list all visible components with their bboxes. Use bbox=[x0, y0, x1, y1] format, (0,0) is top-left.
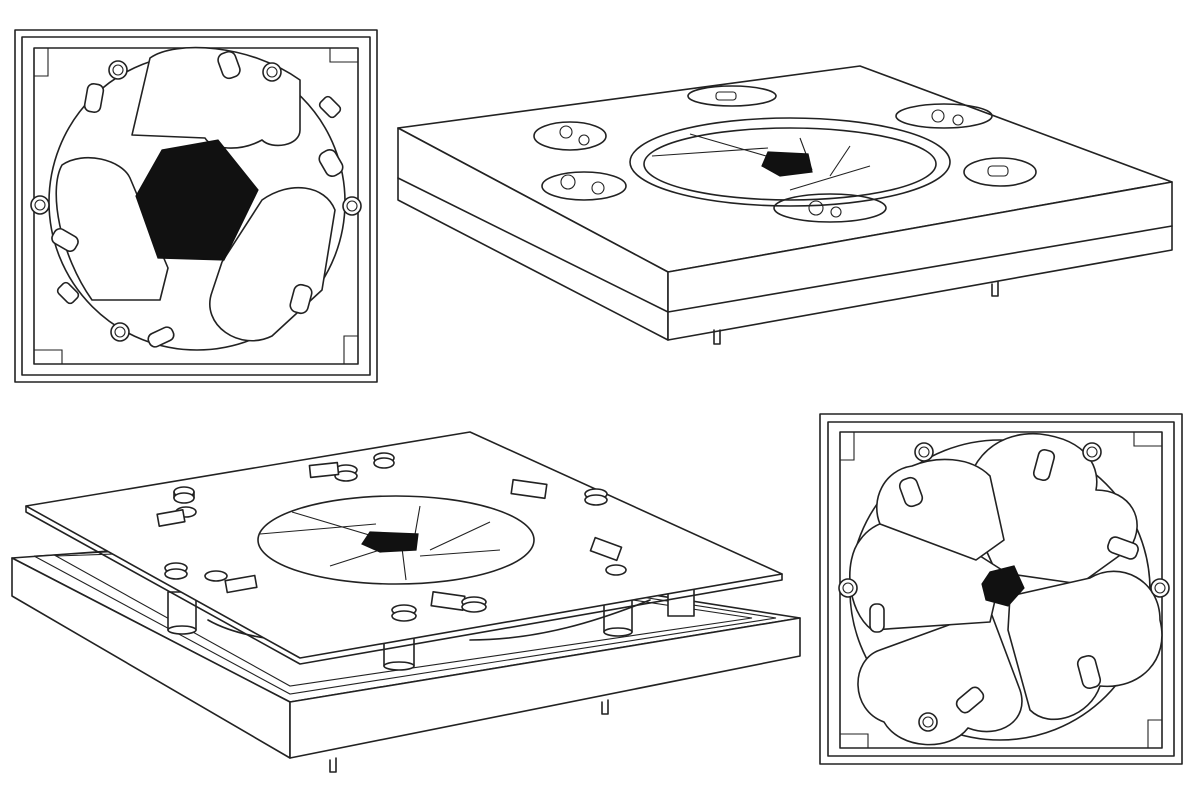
iris-blade bbox=[108, 46, 301, 149]
top-view-open bbox=[14, 29, 378, 383]
top-view-closed bbox=[819, 413, 1183, 765]
iris-blade bbox=[30, 156, 169, 342]
iris-blade bbox=[209, 149, 362, 342]
studs bbox=[156, 452, 627, 622]
aperture-opening bbox=[135, 139, 259, 261]
aperture-opening bbox=[981, 565, 1025, 607]
closed-iris-perspective bbox=[397, 65, 1173, 345]
exploded-perspective bbox=[11, 431, 801, 773]
